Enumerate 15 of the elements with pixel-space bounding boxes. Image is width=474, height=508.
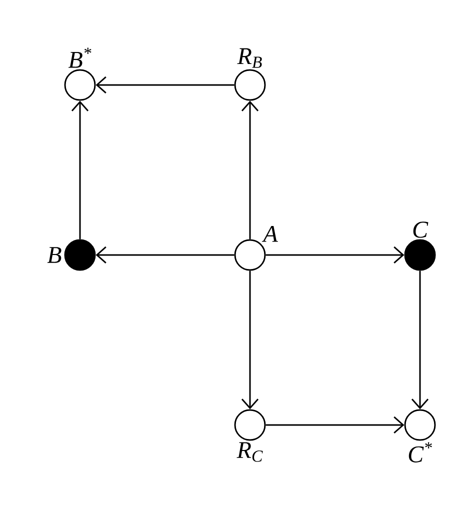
arrow bbox=[411, 270, 429, 410]
node-label: B bbox=[47, 247, 62, 263]
node-label: B$^{*}$ bbox=[68, 48, 92, 68]
arrow bbox=[96, 246, 234, 264]
node-label: R$_{C}$ bbox=[236, 442, 263, 462]
node-label: C bbox=[413, 222, 428, 238]
arrow bbox=[71, 100, 89, 240]
node-label: A bbox=[262, 226, 278, 242]
node-label: R$_{B}$ bbox=[237, 48, 262, 68]
arrow bbox=[96, 76, 234, 94]
arrow bbox=[241, 100, 259, 240]
arrow bbox=[241, 270, 259, 410]
node-label: C$^{*}$ bbox=[408, 442, 432, 462]
arrow bbox=[266, 246, 404, 264]
arrow bbox=[266, 416, 404, 434]
